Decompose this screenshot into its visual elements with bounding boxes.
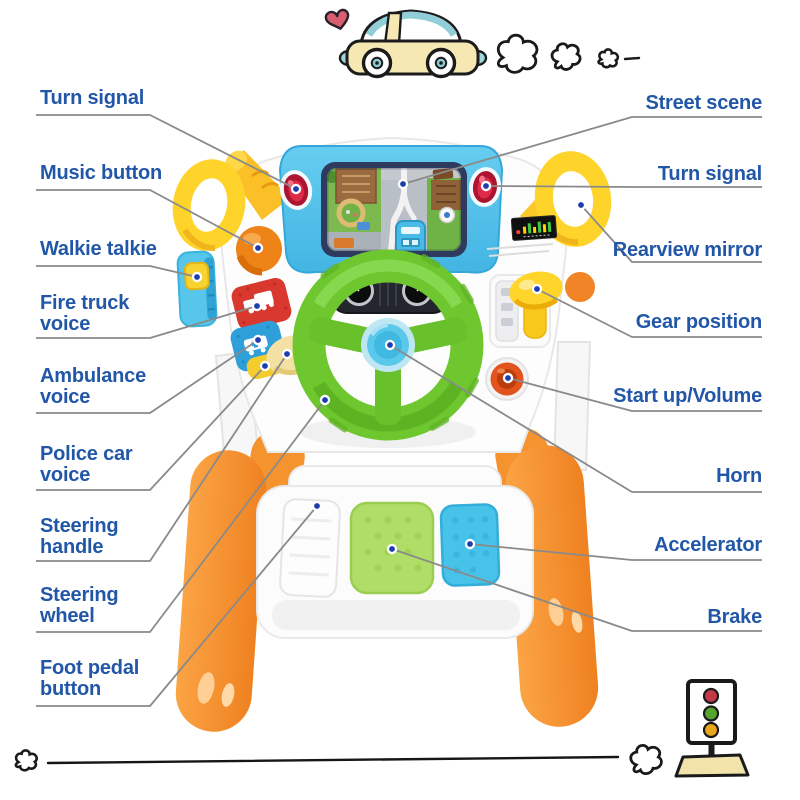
dashboard xyxy=(278,145,504,274)
callout-line-foot-pedal-button xyxy=(36,505,318,707)
label-street-scene: Street scene xyxy=(645,92,762,114)
callout-line-ambulance-voice xyxy=(36,339,259,414)
label-foot-pedal-button: Foot pedal button xyxy=(40,657,140,700)
callout-dot-music-button xyxy=(255,245,261,251)
callout-line-steering-handle xyxy=(36,353,288,562)
callout-dot-street-scene xyxy=(400,181,406,187)
label-horn: Horn xyxy=(716,465,762,487)
panel-grooves xyxy=(486,243,554,257)
label-walkie-talkie: Walkie talkie xyxy=(40,238,157,260)
callout-dot-turn-signal-left xyxy=(293,186,299,192)
heart-icon xyxy=(324,8,350,30)
callout-dot-gear-position xyxy=(534,286,540,292)
bottom-decorations xyxy=(14,679,750,778)
callout-dot-horn xyxy=(387,342,393,348)
callout-line-brake xyxy=(391,548,762,632)
label-rearview-mirror: Rearview mirror xyxy=(612,239,762,261)
callout-dot-start-up-volume xyxy=(505,375,511,381)
callout-dot-brake xyxy=(389,546,395,552)
label-ambulance-voice: Ambulance voice xyxy=(40,365,147,408)
equalizer-display xyxy=(510,215,558,241)
label-turn-signal-right: Turn signal xyxy=(657,163,762,185)
label-music-button: Music button xyxy=(40,162,163,184)
callout-dot-accelerator xyxy=(467,541,473,547)
callout-dot-police-car-voice xyxy=(262,363,268,369)
callout-dot-steering-handle xyxy=(284,351,290,357)
callout-line-music-button xyxy=(36,189,259,249)
right-pillar xyxy=(552,341,592,471)
exhaust-puffs-icon xyxy=(495,33,641,75)
callout-line-walkie-talkie xyxy=(36,265,198,278)
toy-bus-piece xyxy=(395,220,426,251)
left-leg xyxy=(175,450,267,732)
foot-pedal-board xyxy=(256,465,534,639)
callout-dot-walkie-talkie xyxy=(194,274,200,280)
callout-dot-fire-truck-voice xyxy=(254,303,260,309)
puff-bottom-left xyxy=(14,749,38,772)
label-accelerator: Accelerator xyxy=(654,534,762,556)
callout-dot-rearview-mirror xyxy=(578,202,584,208)
callout-line-street-scene xyxy=(402,116,762,185)
label-start-up-volume: Start up/Volume xyxy=(613,385,762,407)
label-brake: Brake xyxy=(707,606,762,628)
callout-line-rearview-mirror xyxy=(580,204,762,263)
label-turn-signal-left: Turn signal xyxy=(40,87,145,109)
callout-line-turn-signal-left xyxy=(36,114,297,190)
callout-dot-foot-pedal-button xyxy=(314,503,320,509)
callout-dot-ambulance-voice xyxy=(255,337,261,343)
callout-line-police-car-voice xyxy=(36,365,266,491)
traffic-light-icon xyxy=(674,679,750,778)
speed-line xyxy=(46,755,620,765)
label-steering-handle: Steering handle xyxy=(40,515,119,558)
callout-line-start-up-volume xyxy=(507,377,762,412)
label-fire-truck-voice: Fire truck voice xyxy=(40,292,130,335)
callout-line-fire-truck-voice xyxy=(36,305,258,339)
side-orange-ball xyxy=(565,272,595,302)
callout-line-turn-signal-right xyxy=(485,185,762,188)
cartoon-car-icon xyxy=(338,9,488,79)
callout-line-accelerator xyxy=(469,543,762,561)
label-police-car-voice: Police car voice xyxy=(40,443,133,486)
callout-line-gear-position xyxy=(536,288,762,338)
foot-pedal-white xyxy=(279,498,341,598)
callout-line-horn xyxy=(389,344,762,493)
callout-dot-steering-wheel xyxy=(322,397,328,403)
callout-dot-turn-signal-right xyxy=(483,183,489,189)
puff-bottom-right xyxy=(629,743,663,775)
callout-line-steering-wheel xyxy=(36,399,326,633)
label-steering-wheel: Steering wheel xyxy=(40,584,119,627)
label-gear-position: Gear position xyxy=(635,311,763,333)
